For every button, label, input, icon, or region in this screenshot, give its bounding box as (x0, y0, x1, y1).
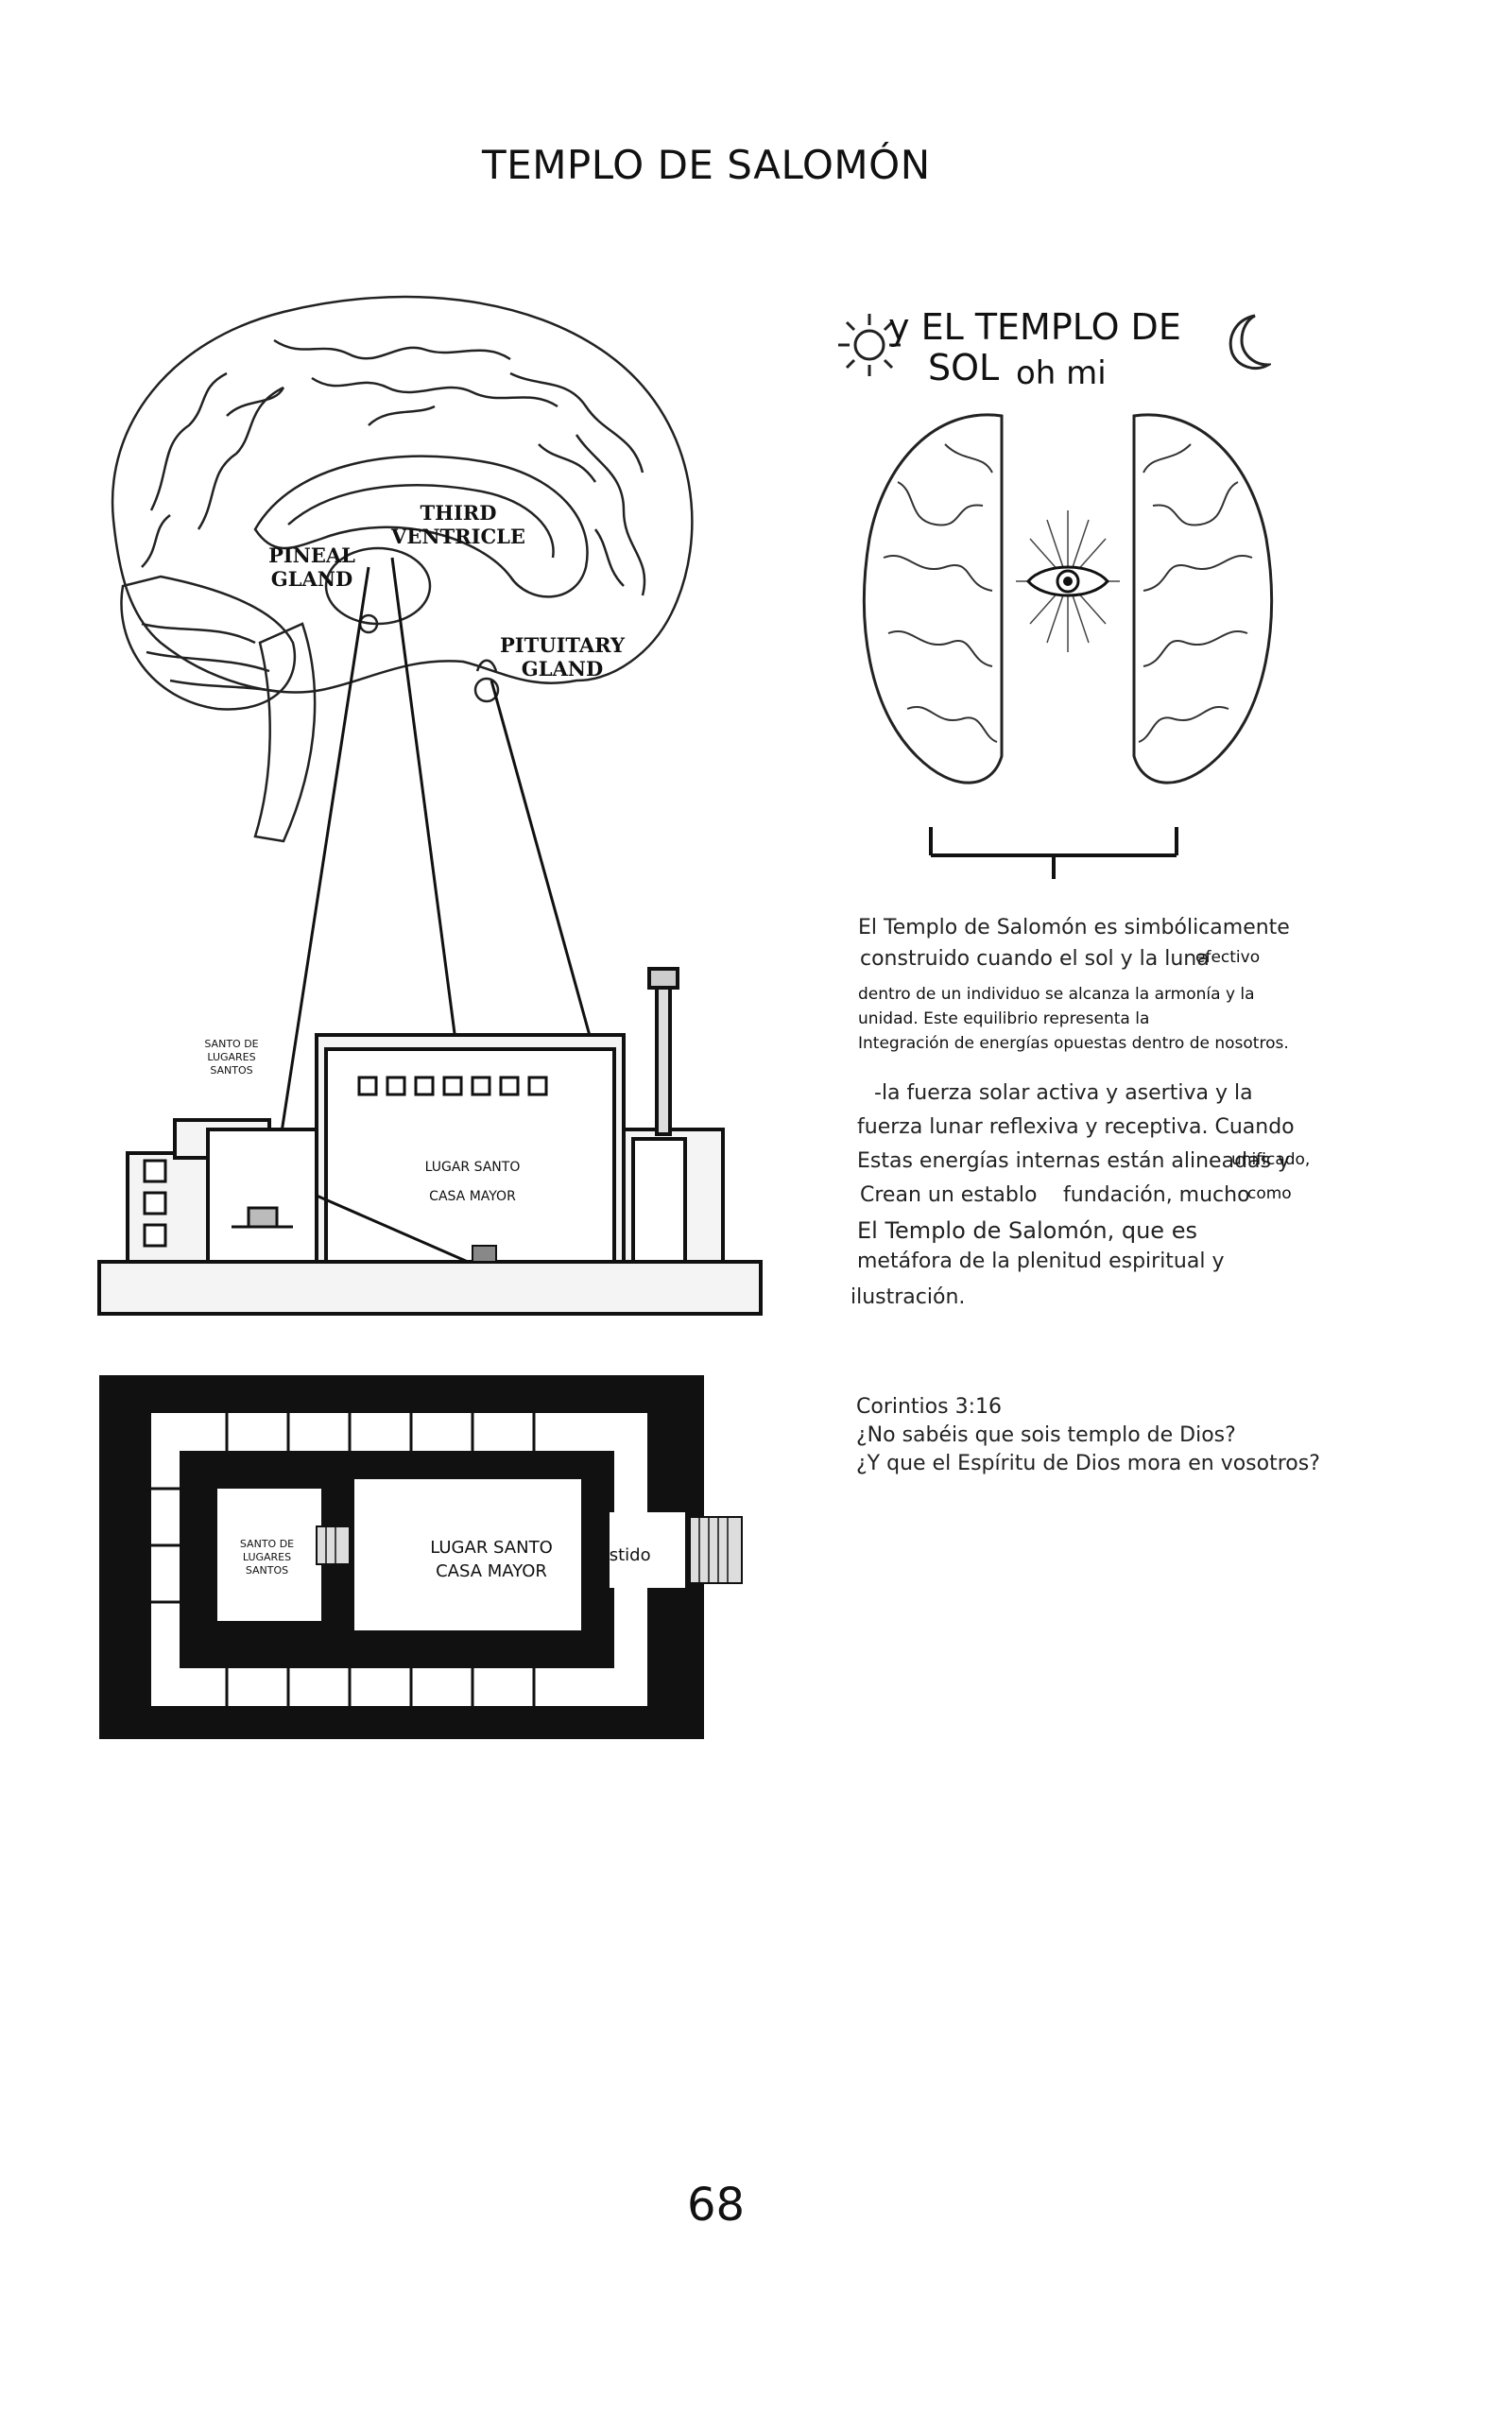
pineal-label-line2: GLAND (271, 567, 352, 591)
third-ventricle-label-line2: VENTRICLE (390, 525, 525, 548)
temple-floor-plan (99, 1375, 743, 1739)
paragraph2-line4c: como (1247, 1184, 1292, 1203)
paragraph2-line4a: Crean un establo (860, 1183, 1038, 1207)
plan-holiest-line3: SANTOS (245, 1563, 289, 1577)
plan-holiest-line2: LUGARES (242, 1550, 292, 1563)
brain-sagittal-illustration: PINEAL GLAND THIRD VENTRICLE PITUITARY G… (111, 295, 694, 843)
pituitary-label-line2: GLAND (522, 657, 603, 681)
header-line1: y EL TEMPLO DE (888, 306, 1181, 348)
paragraph2-line4b: fundación, mucho (1063, 1183, 1250, 1207)
temple-elevation-diagram (97, 967, 763, 1316)
pineal-label-line1: PINEAL (268, 543, 355, 567)
sun-icon (838, 314, 901, 376)
verse-line2: ¿Y que el Espíritu de Dios mora en vosot… (856, 1452, 1320, 1475)
elevation-holiest-line1: SANTO DE (204, 1038, 259, 1050)
paragraph1-line4: unidad. Este equilibrio representa la (858, 1009, 1150, 1028)
elevation-holy-line2: CASA MAYOR (429, 1188, 516, 1204)
elevation-holy-line1: LUGAR SANTO (424, 1160, 521, 1175)
hemispheres-eye-illustration (862, 413, 1274, 879)
elevation-holiest-line2: LUGARES (207, 1050, 256, 1063)
elevation-holy-label: LUGAR SANTO CASA MAYOR (397, 1153, 548, 1212)
paragraph1-line3: dentro de un individuo se alcanza la arm… (858, 985, 1255, 1004)
paragraph1-line2: construido cuando el sol y la luna (860, 947, 1210, 971)
paragraph2-line5: El Templo de Salomón, que es (857, 1217, 1197, 1244)
paragraph2-line7: ilustración. (850, 1285, 966, 1309)
page-number: 68 (687, 2179, 746, 2232)
paragraph2-line6: metáfora de la plenitud espiritual y (857, 1250, 1225, 1273)
plan-holy-label: LUGAR SANTO CASA MAYOR (421, 1536, 562, 1583)
paragraph2-line3-extra: unificado, (1231, 1150, 1311, 1169)
third-ventricle-label-line1: THIRD (421, 501, 497, 525)
paragraph1-line1: El Templo de Salomón es simbólicamente (858, 916, 1290, 939)
header-line2a: SOL (928, 347, 1000, 388)
verse-reference: Corintios 3:16 (856, 1395, 1002, 1419)
pituitary-label-line1: PITUITARY (500, 633, 626, 657)
paragraph1-line5: Integración de energías opuestas dentro … (858, 1034, 1289, 1053)
paragraph1-line2-extra: efectivo (1195, 948, 1261, 967)
plan-holiest-label: SANTO DE LUGARES SANTOS (232, 1538, 302, 1577)
elevation-holiest-label: SANTO DE LUGARES SANTOS (198, 1038, 265, 1077)
elevation-holiest-line3: SANTOS (210, 1063, 253, 1077)
plan-holy-line1: LUGAR SANTO (430, 1538, 553, 1558)
plan-vestibule-label: vestido (589, 1545, 651, 1565)
paragraph2-line2: fuerza lunar reflexiva y receptiva. Cuan… (857, 1115, 1295, 1139)
header-line2b: oh mi (1016, 354, 1107, 392)
page-title: TEMPLO DE SALOMÓN (482, 142, 931, 188)
moon-icon (1228, 314, 1271, 370)
verse-line1: ¿No sabéis que sois templo de Dios? (856, 1423, 1236, 1447)
plan-holiest-line1: SANTO DE (239, 1538, 295, 1550)
paragraph2-line1: -la fuerza solar activa y asertiva y la (874, 1081, 1253, 1105)
plan-holy-line2: CASA MAYOR (436, 1561, 547, 1582)
paragraph2-line3: Estas energías internas están alineadas … (857, 1149, 1290, 1173)
